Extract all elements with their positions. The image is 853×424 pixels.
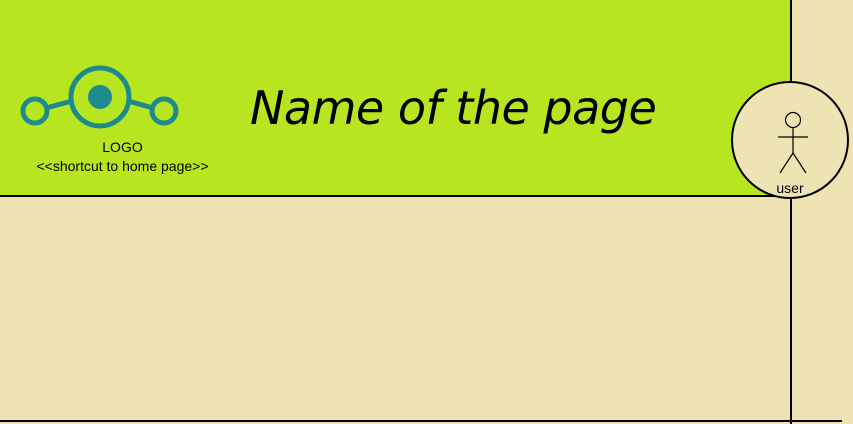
page-header — [0, 0, 792, 196]
logo-label: LOGO — [102, 139, 143, 155]
page-title: Name of the page — [250, 81, 657, 135]
user-icon — [778, 111, 808, 174]
bottom-border — [0, 420, 842, 422]
user-account-button[interactable]: user — [731, 81, 849, 199]
user-label: user — [776, 180, 804, 196]
home-shortcut-label: <<shortcut to home page>> — [36, 158, 209, 174]
header-bottom-border — [0, 195, 792, 197]
home-logo-link[interactable]: LOGO <<shortcut to home page>> — [10, 58, 235, 183]
logo-icon — [20, 65, 179, 129]
right-divider — [790, 0, 792, 424]
